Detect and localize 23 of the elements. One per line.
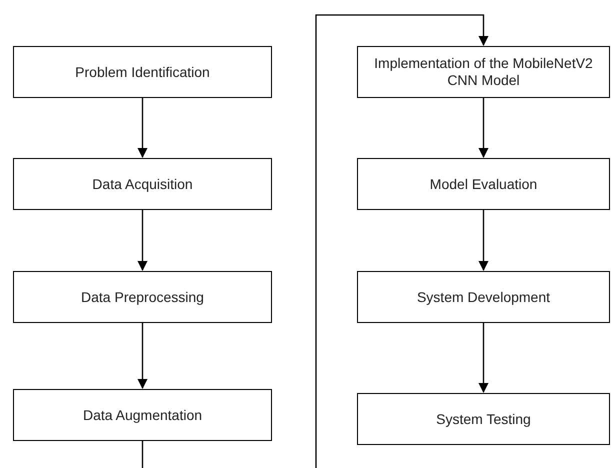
arrow: [478, 210, 488, 271]
step-label: Data Acquisition: [92, 176, 193, 192]
step-label: Data Preprocessing: [81, 288, 204, 306]
arrow: [478, 98, 488, 158]
process-box: [357, 46, 610, 98]
process-box: [13, 158, 272, 210]
process-box: [357, 271, 610, 323]
arrow: [138, 98, 148, 158]
step-label: Problem Identification: [75, 64, 210, 80]
process-box: [357, 393, 610, 445]
arrow: [478, 323, 488, 393]
process-box: [13, 271, 272, 323]
arrow: [138, 210, 148, 271]
step-label: Implementation of the MobileNetV2 CNN Model: [373, 55, 594, 89]
step-label: Data Augmentation: [82, 406, 202, 424]
process-box: [13, 46, 272, 98]
arrow: [142, 14, 488, 468]
arrow: [138, 323, 148, 389]
process-box: [13, 389, 272, 441]
step-label: System Testing: [436, 410, 531, 428]
step-label: System Development: [416, 288, 550, 306]
process-box: [357, 158, 610, 210]
step-label: Model Evaluation: [430, 176, 538, 192]
